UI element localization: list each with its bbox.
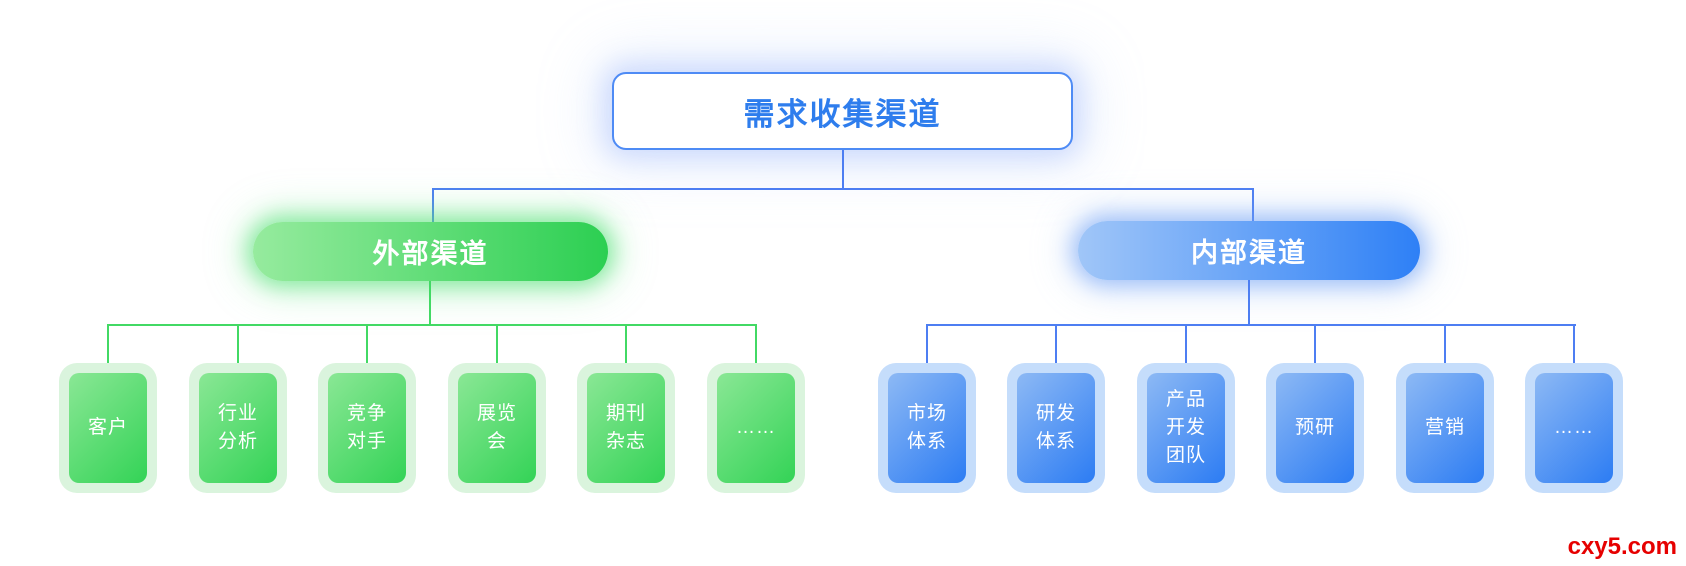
leaf-label: 营销 [1424, 417, 1465, 438]
leaf-label: 客户 [87, 417, 128, 438]
branch-internal-label: 内部渠道 [1191, 238, 1307, 268]
leaf-label: 研发 体系 [1035, 403, 1076, 452]
leaf-label: 行业 分析 [217, 403, 258, 452]
leaf-internal-more: …… [1525, 363, 1623, 493]
connector-leaf-drop [625, 326, 627, 363]
connector-leaf-drop [366, 326, 368, 363]
leaf-label: 市场 体系 [906, 403, 947, 452]
connector-leaf-drop [496, 326, 498, 363]
connector-leaf-drop [237, 326, 239, 363]
root-node-label: 需求收集渠道 [743, 96, 942, 132]
leaf-product-dev-team: 产品 开发 团队 [1137, 363, 1235, 493]
connector-leaf-drop [1055, 326, 1057, 363]
branch-internal: 内部渠道 [1078, 221, 1420, 280]
connector-leaf-drop [1185, 326, 1187, 363]
connector-leaf-drop [1573, 326, 1575, 363]
leaf-preresearch: 预研 [1266, 363, 1364, 493]
leaf-label: 期刊 杂志 [605, 403, 646, 452]
leaf-label: 预研 [1294, 417, 1335, 438]
connector-leaf-drop [926, 326, 928, 363]
leaf-industry-analysis: 行业 分析 [189, 363, 287, 493]
connector-root-drop [842, 150, 844, 188]
connector-external-stem [429, 281, 431, 324]
connector-leaf-drop [1444, 326, 1446, 363]
leaf-customer: 客户 [59, 363, 157, 493]
connector-leaf-drop [107, 326, 109, 363]
connector-leaf-drop [755, 326, 757, 363]
connector-leaf-drop [1314, 326, 1316, 363]
leaf-label: …… [1554, 417, 1594, 438]
connector-internal-horizontal [926, 324, 1576, 326]
leaf-market-system: 市场 体系 [878, 363, 976, 493]
connector-external-drop [432, 190, 434, 222]
leaf-label: …… [736, 417, 776, 438]
branch-external: 外部渠道 [253, 222, 608, 281]
connector-internal-stem [1248, 280, 1250, 324]
connector-external-horizontal [107, 324, 757, 326]
leaf-competitors: 竞争 对手 [318, 363, 416, 493]
leaf-label: 产品 开发 团队 [1165, 389, 1206, 466]
leaf-label: 展览 会 [476, 403, 517, 452]
branch-external-label: 外部渠道 [372, 239, 489, 269]
connector-internal-drop [1252, 190, 1254, 221]
leaf-rd-system: 研发 体系 [1007, 363, 1105, 493]
leaf-label: 竞争 对手 [346, 403, 387, 452]
leaf-marketing: 营销 [1396, 363, 1494, 493]
connector-level1-horizontal [432, 188, 1254, 190]
leaf-exhibition: 展览 会 [448, 363, 546, 493]
watermark: cxy5.com [1567, 533, 1677, 560]
leaf-journals: 期刊 杂志 [577, 363, 675, 493]
leaf-external-more: …… [707, 363, 805, 493]
root-node: 需求收集渠道 [612, 72, 1073, 150]
